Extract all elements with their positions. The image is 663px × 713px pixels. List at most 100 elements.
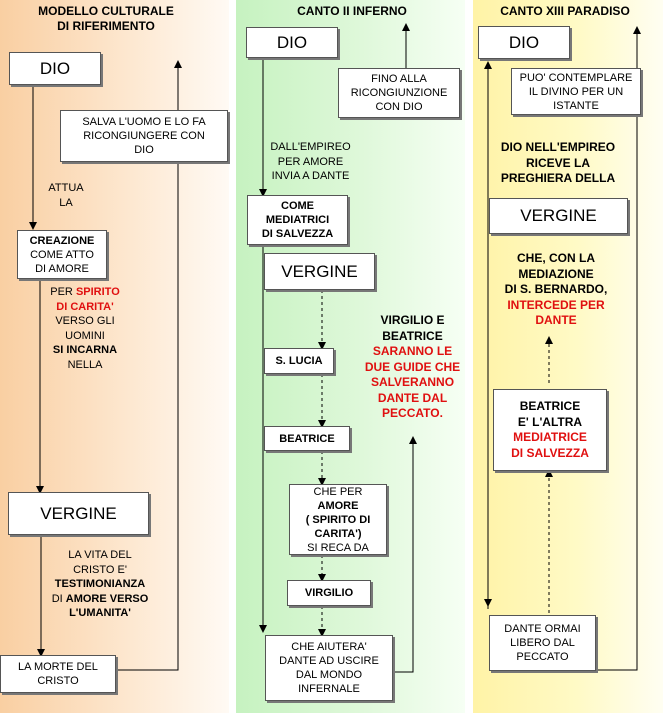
- guide-line5: SALVERANNO: [370, 375, 455, 389]
- aiutera-line4: INFERNALE: [298, 683, 360, 695]
- media-line2: MEDIAZIONE: [518, 266, 594, 281]
- cheper-line5: SI RECA DA: [307, 541, 369, 554]
- come-line2: MEDIATRICI: [265, 214, 330, 226]
- virgilio-label: VIRGILIO: [304, 587, 354, 599]
- vergine-box-1: VERGINE: [8, 492, 149, 535]
- salva-line1: SALVA L'UOMO E LO FA: [82, 116, 206, 128]
- fino-line3: CON DIO: [375, 101, 423, 113]
- vergine-label-1: VERGINE: [40, 503, 117, 523]
- dio-box-3: DIO: [478, 26, 570, 59]
- morte-line2: CRISTO: [37, 675, 79, 687]
- vita-line1: LA VITA DEL: [68, 549, 132, 561]
- guide-line3: SARANNO LE: [372, 344, 453, 358]
- vergine-label-3: VERGINE: [520, 206, 597, 225]
- media-line5: DANTE: [535, 313, 577, 327]
- attua-text: ATTUA LA: [36, 181, 96, 210]
- bea-line1: BEATRICE: [519, 399, 581, 413]
- empireo-line2: PER AMORE: [277, 155, 344, 168]
- vita-di-word: DI: [51, 592, 66, 605]
- cheper-line4: CARITA'): [314, 527, 362, 540]
- per-word: PER: [50, 286, 76, 298]
- vita-line3: TESTIMONIANZA: [54, 578, 146, 590]
- lucia-box: S. LUCIA: [264, 348, 334, 374]
- creazione-line1: CREAZIONE: [29, 234, 95, 247]
- morte-box: LA MORTE DEL CRISTO: [0, 655, 116, 693]
- aiutera-line1: CHE AIUTERA': [291, 641, 367, 653]
- guide-line4: DUE GUIDE CHE: [364, 359, 461, 374]
- empireo-line1: DALL'EMPIREO: [270, 141, 351, 153]
- empireo-line3: INVIA A DANTE: [271, 170, 350, 182]
- vergine-label-2: VERGINE: [281, 261, 358, 281]
- spirito-text: PER SPIRITO DI CARITA' VERSO GLI UOMINI …: [40, 285, 130, 372]
- morte-line1: LA MORTE DEL: [18, 661, 98, 673]
- creazione-line3: DI AMORE: [35, 262, 89, 275]
- si-incarna-line: SI INCARNA: [52, 344, 118, 356]
- cheper-line1: CHE PER: [313, 485, 363, 498]
- attua-line2: LA: [59, 196, 73, 209]
- vergine-box-3: VERGINE: [489, 198, 628, 234]
- guide-line6: DANTE DAL: [377, 390, 448, 405]
- dante-line2: LIBERO DAL: [510, 637, 575, 649]
- creazione-line2: COME ATTO: [30, 248, 94, 261]
- dante-line1: DANTE ORMAI: [504, 623, 581, 635]
- guide-line1: VIRGILIO E: [380, 313, 445, 327]
- guide-line2: BEATRICE: [382, 328, 443, 343]
- cheper-line2: AMORE: [317, 499, 359, 512]
- dio-box-1: DIO: [9, 52, 101, 85]
- fino-box: FINO ALLA RICONGIUNZIONE CON DIO: [338, 68, 460, 118]
- aiutera-box: CHE AIUTERA' DANTE AD USCIRE DAL MONDO I…: [265, 635, 393, 701]
- dio-label-1: DIO: [39, 58, 71, 78]
- attua-line1: ATTUA: [48, 182, 84, 194]
- lucia-label: S. LUCIA: [275, 355, 323, 367]
- bea-line2: E' L'ALTRA: [517, 414, 583, 429]
- beatrice-label-2: BEATRICE: [279, 432, 335, 445]
- aiutera-line2: DANTE AD USCIRE: [279, 655, 379, 667]
- virgilio-box: VIRGILIO: [287, 580, 371, 606]
- come-line1: COME: [281, 200, 314, 212]
- di-carita-line: DI CARITA': [56, 300, 114, 313]
- fino-line1: FINO ALLA: [371, 73, 427, 85]
- cheper-line3: ( SPIRITO DI: [305, 513, 371, 526]
- column1-title-line2: DI RIFERIMENTO: [57, 19, 155, 33]
- puo-box: PUO' CONTEMPLARE IL DIVINO PER UN ISTANT…: [511, 68, 641, 115]
- spirito-word: SPIRITO: [75, 286, 120, 298]
- uomini-line: UOMINI: [65, 329, 105, 342]
- vita-line4: DI AMORE VERSO: [46, 592, 154, 607]
- column2-header: CANTO II INFERNO: [262, 4, 442, 19]
- column2-title: CANTO II INFERNO: [297, 4, 407, 18]
- bea-line4: DI SALVEZZA: [511, 445, 589, 460]
- puo-line3: ISTANTE: [553, 99, 599, 112]
- guide-text: VIRGILIO E BEATRICE SARANNO LE DUE GUIDE…: [355, 313, 470, 422]
- fino-line2: RICONGIUNZIONE: [350, 87, 448, 99]
- dio-label-2: DIO: [276, 32, 308, 52]
- come-line3: DI SALVEZZA: [261, 228, 334, 240]
- media-line3: DI S. BERNARDO,: [504, 282, 608, 296]
- vita-text: LA VITA DEL CRISTO E' TESTIMONIANZA DI A…: [46, 548, 154, 621]
- mediazione-text: CHE, CON LA MEDIAZIONE DI S. BERNARDO, I…: [488, 251, 624, 329]
- salva-line3: DIO: [134, 144, 154, 156]
- vita-line2: CRISTO E': [73, 563, 127, 576]
- come-mediatrici-box: COME MEDIATRICI DI SALVEZZA: [247, 195, 348, 245]
- spirito-line1: PER SPIRITO: [40, 285, 130, 300]
- verso-gli-line: VERSO GLI: [55, 315, 115, 327]
- puo-line1: PUO' CONTEMPLARE: [519, 71, 633, 84]
- beatrice-box-3: BEATRICE E' L'ALTRA MEDIATRICE DI SALVEZ…: [493, 389, 607, 471]
- vergine-box-2: VERGINE: [264, 253, 375, 290]
- guide-line7: PECCATO.: [382, 406, 443, 420]
- salva-box: SALVA L'UOMO E LO FA RICONGIUNGERE CON D…: [60, 110, 228, 162]
- beatrice-box-2: BEATRICE: [264, 426, 350, 451]
- dio-empireo-line1: DIO NELL'EMPIREO: [500, 140, 616, 154]
- column3-header: CANTO XIII PARADISO: [480, 4, 650, 19]
- bea-line3: MEDIATRICE: [513, 430, 587, 444]
- vita-line5: L'UMANITA': [69, 607, 131, 619]
- vita-amore-verso: AMORE VERSO: [65, 592, 149, 605]
- column1-title-line1: MODELLO CULTURALE: [38, 4, 174, 18]
- empireo-text: DALL'EMPIREO PER AMORE INVIA A DANTE: [263, 140, 358, 184]
- nella-line: NELLA: [67, 358, 103, 371]
- media-line4: INTERCEDE PER: [507, 297, 605, 312]
- column1-header: MODELLO CULTURALE DI RIFERIMENTO: [6, 4, 206, 34]
- media-line1: CHE, CON LA: [517, 251, 595, 265]
- dio-empireo-text: DIO NELL'EMPIREO RICEVE LA PREGHIERA DEL…: [483, 140, 633, 187]
- aiutera-line3: DAL MONDO: [295, 669, 363, 681]
